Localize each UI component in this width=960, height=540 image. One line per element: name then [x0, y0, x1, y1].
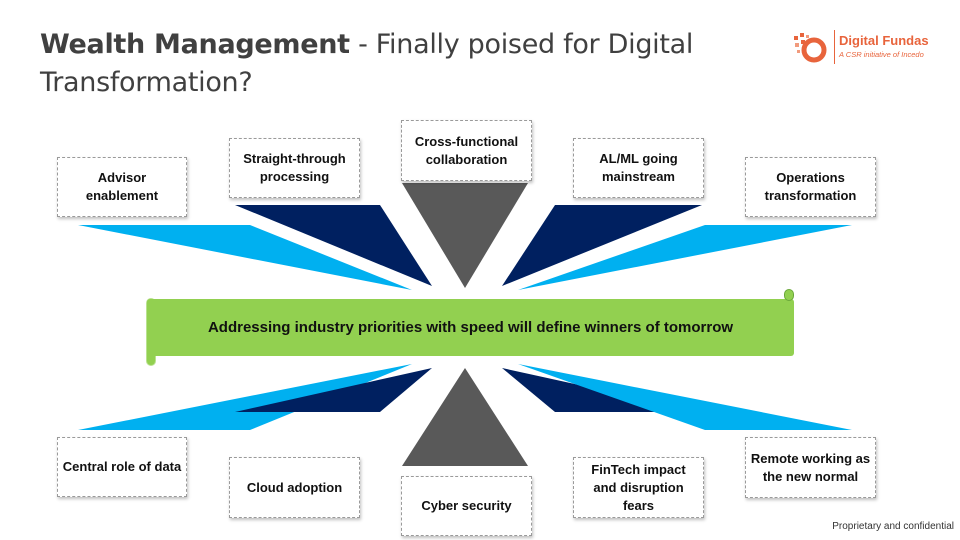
priority-box: Advisor enablement [57, 157, 187, 217]
logo-divider [834, 30, 835, 64]
priority-box: Remote working as the new normal [745, 437, 876, 498]
banner-scroll-curl [784, 289, 794, 301]
priority-box: Operations transformation [745, 157, 876, 217]
ray-top-right-light [518, 225, 852, 290]
priority-box: Central role of data [57, 437, 187, 497]
ray-bottom-left-navy [235, 368, 432, 412]
ray-top-center-gray [402, 183, 528, 288]
priority-box: Cyber security [401, 476, 532, 536]
key-message-banner: Addressing industry priorities with spee… [147, 299, 794, 356]
ray-bottom-left-light [78, 364, 412, 430]
priority-box: FinTech impact and disruption fears [573, 457, 704, 518]
ray-top-right-navy [502, 205, 702, 286]
ray-top-left-navy [235, 205, 432, 286]
digital-fundas-logo: Digital Fundas A CSR initiative of Inced… [792, 28, 942, 68]
priority-box: Cloud adoption [229, 457, 360, 518]
priority-box: Cross-functional collaboration [401, 120, 532, 181]
ray-bottom-right-light [518, 364, 852, 430]
priority-box: AL/ML going mainstream [573, 138, 704, 198]
footer-confidential: Proprietary and confidential [832, 521, 954, 532]
slide-title: Wealth Management - Finally poised for D… [40, 29, 694, 98]
logo-name: Digital Fundas [839, 33, 929, 48]
logo-mark-icon [794, 33, 827, 63]
priority-box: Straight-through processing [229, 138, 360, 198]
ray-bottom-center-gray [402, 368, 528, 466]
logo-tagline: A CSR initiative of Incedo [839, 50, 924, 59]
ray-top-left-light [78, 225, 412, 290]
